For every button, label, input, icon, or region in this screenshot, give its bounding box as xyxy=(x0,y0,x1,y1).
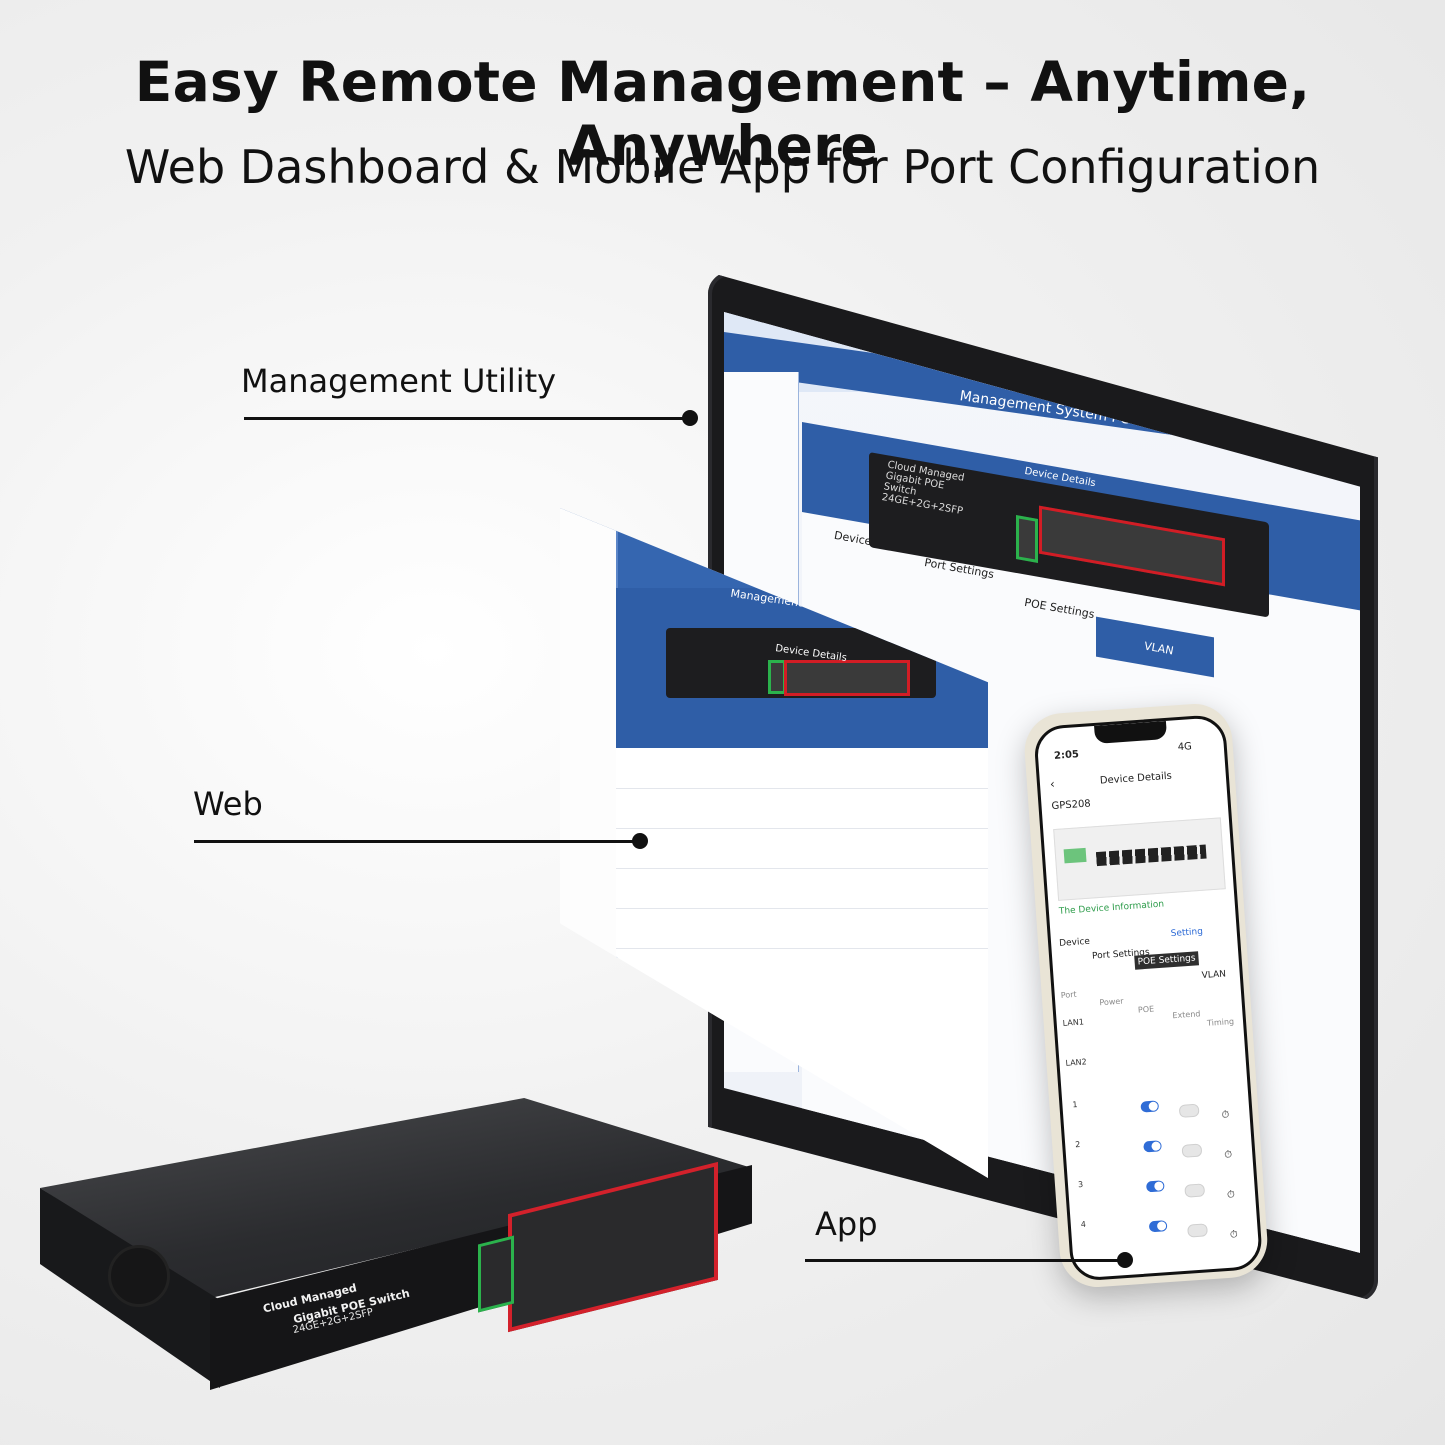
extend-toggle[interactable] xyxy=(1187,1223,1208,1238)
back-icon[interactable]: ‹ xyxy=(1049,776,1056,792)
status-time: 2:05 xyxy=(1053,749,1080,762)
poe-toggle[interactable] xyxy=(1148,1220,1168,1233)
poe-toggle[interactable] xyxy=(1140,1100,1160,1113)
callout-web: Web xyxy=(193,785,263,823)
web-row-divider xyxy=(616,828,988,829)
web-row-divider xyxy=(616,788,988,789)
row-port-label: 4 xyxy=(1080,1219,1087,1230)
extend-toggle[interactable] xyxy=(1178,1103,1200,1118)
web-row-divider xyxy=(616,948,988,949)
timer-icon[interactable]: ⏱ xyxy=(1223,1149,1233,1161)
col-port: Port xyxy=(1060,989,1077,1000)
row-port-label: 2 xyxy=(1074,1139,1081,1150)
green-port-group xyxy=(1016,515,1038,563)
callout-line-management xyxy=(244,417,690,420)
callout-line-web xyxy=(194,840,640,843)
extend-toggle[interactable] xyxy=(1184,1183,1206,1198)
row-port-label: 3 xyxy=(1077,1179,1084,1190)
tab-poe-settings[interactable]: POE Settings xyxy=(1134,951,1200,970)
callout-dot-app xyxy=(1117,1252,1133,1268)
col-timing: Timing xyxy=(1206,1016,1235,1028)
callout-management-utility: Management Utility xyxy=(241,362,557,400)
col-power: Power xyxy=(1099,996,1124,1008)
timer-icon[interactable]: ⏱ xyxy=(1229,1229,1239,1241)
web-row-divider xyxy=(616,868,988,869)
callout-app: App xyxy=(815,1205,878,1243)
uplink-port-block xyxy=(478,1235,514,1313)
tab-device[interactable]: Device xyxy=(1058,936,1091,949)
row-port-label: 1 xyxy=(1072,1100,1078,1110)
row-port-label: LAN2 xyxy=(1065,1057,1087,1068)
page-subtitle: Web Dashboard & Mobile App for Port Conf… xyxy=(124,140,1321,194)
col-extend: Extend xyxy=(1172,1009,1201,1021)
callout-line-app xyxy=(805,1259,1125,1262)
device-switch-graphic xyxy=(1053,817,1226,901)
device-name: GPS208 xyxy=(1051,798,1092,813)
phone-screen: 2:05 4G ‹ Device Details GPS208 The Devi… xyxy=(1033,713,1264,1282)
setting-link[interactable]: Setting xyxy=(1170,926,1204,940)
extend-toggle[interactable] xyxy=(1181,1143,1203,1158)
poe-toggle[interactable] xyxy=(1145,1180,1165,1193)
callout-dot-web xyxy=(632,833,648,849)
col-poe: POE xyxy=(1137,1004,1155,1015)
phone-frame: 2:05 4G ‹ Device Details GPS208 The Devi… xyxy=(1022,701,1270,1290)
tab-vlan[interactable]: VLAN xyxy=(1201,969,1227,982)
row-port-label: LAN1 xyxy=(1062,1017,1085,1028)
poe-toggle[interactable] xyxy=(1143,1140,1162,1153)
device-info-link[interactable]: The Device Information xyxy=(1058,899,1165,917)
timer-icon[interactable]: ⏱ xyxy=(1221,1109,1230,1122)
status-signal: 4G xyxy=(1177,741,1193,754)
callout-dot-management xyxy=(682,410,698,426)
web-sidebar xyxy=(560,508,618,1178)
timer-icon[interactable]: ⏱ xyxy=(1226,1189,1236,1201)
uplink-ports xyxy=(1063,847,1087,864)
phone-notch xyxy=(1094,720,1168,744)
app-header-title: Device Details xyxy=(1099,770,1173,787)
fan-vent-icon xyxy=(108,1245,170,1307)
lan-ports xyxy=(1095,844,1207,867)
page-title: Easy Remote Management – Anytime, Anywhe… xyxy=(134,50,1311,178)
web-row-divider xyxy=(616,908,988,909)
web-red-port-group xyxy=(784,660,910,696)
